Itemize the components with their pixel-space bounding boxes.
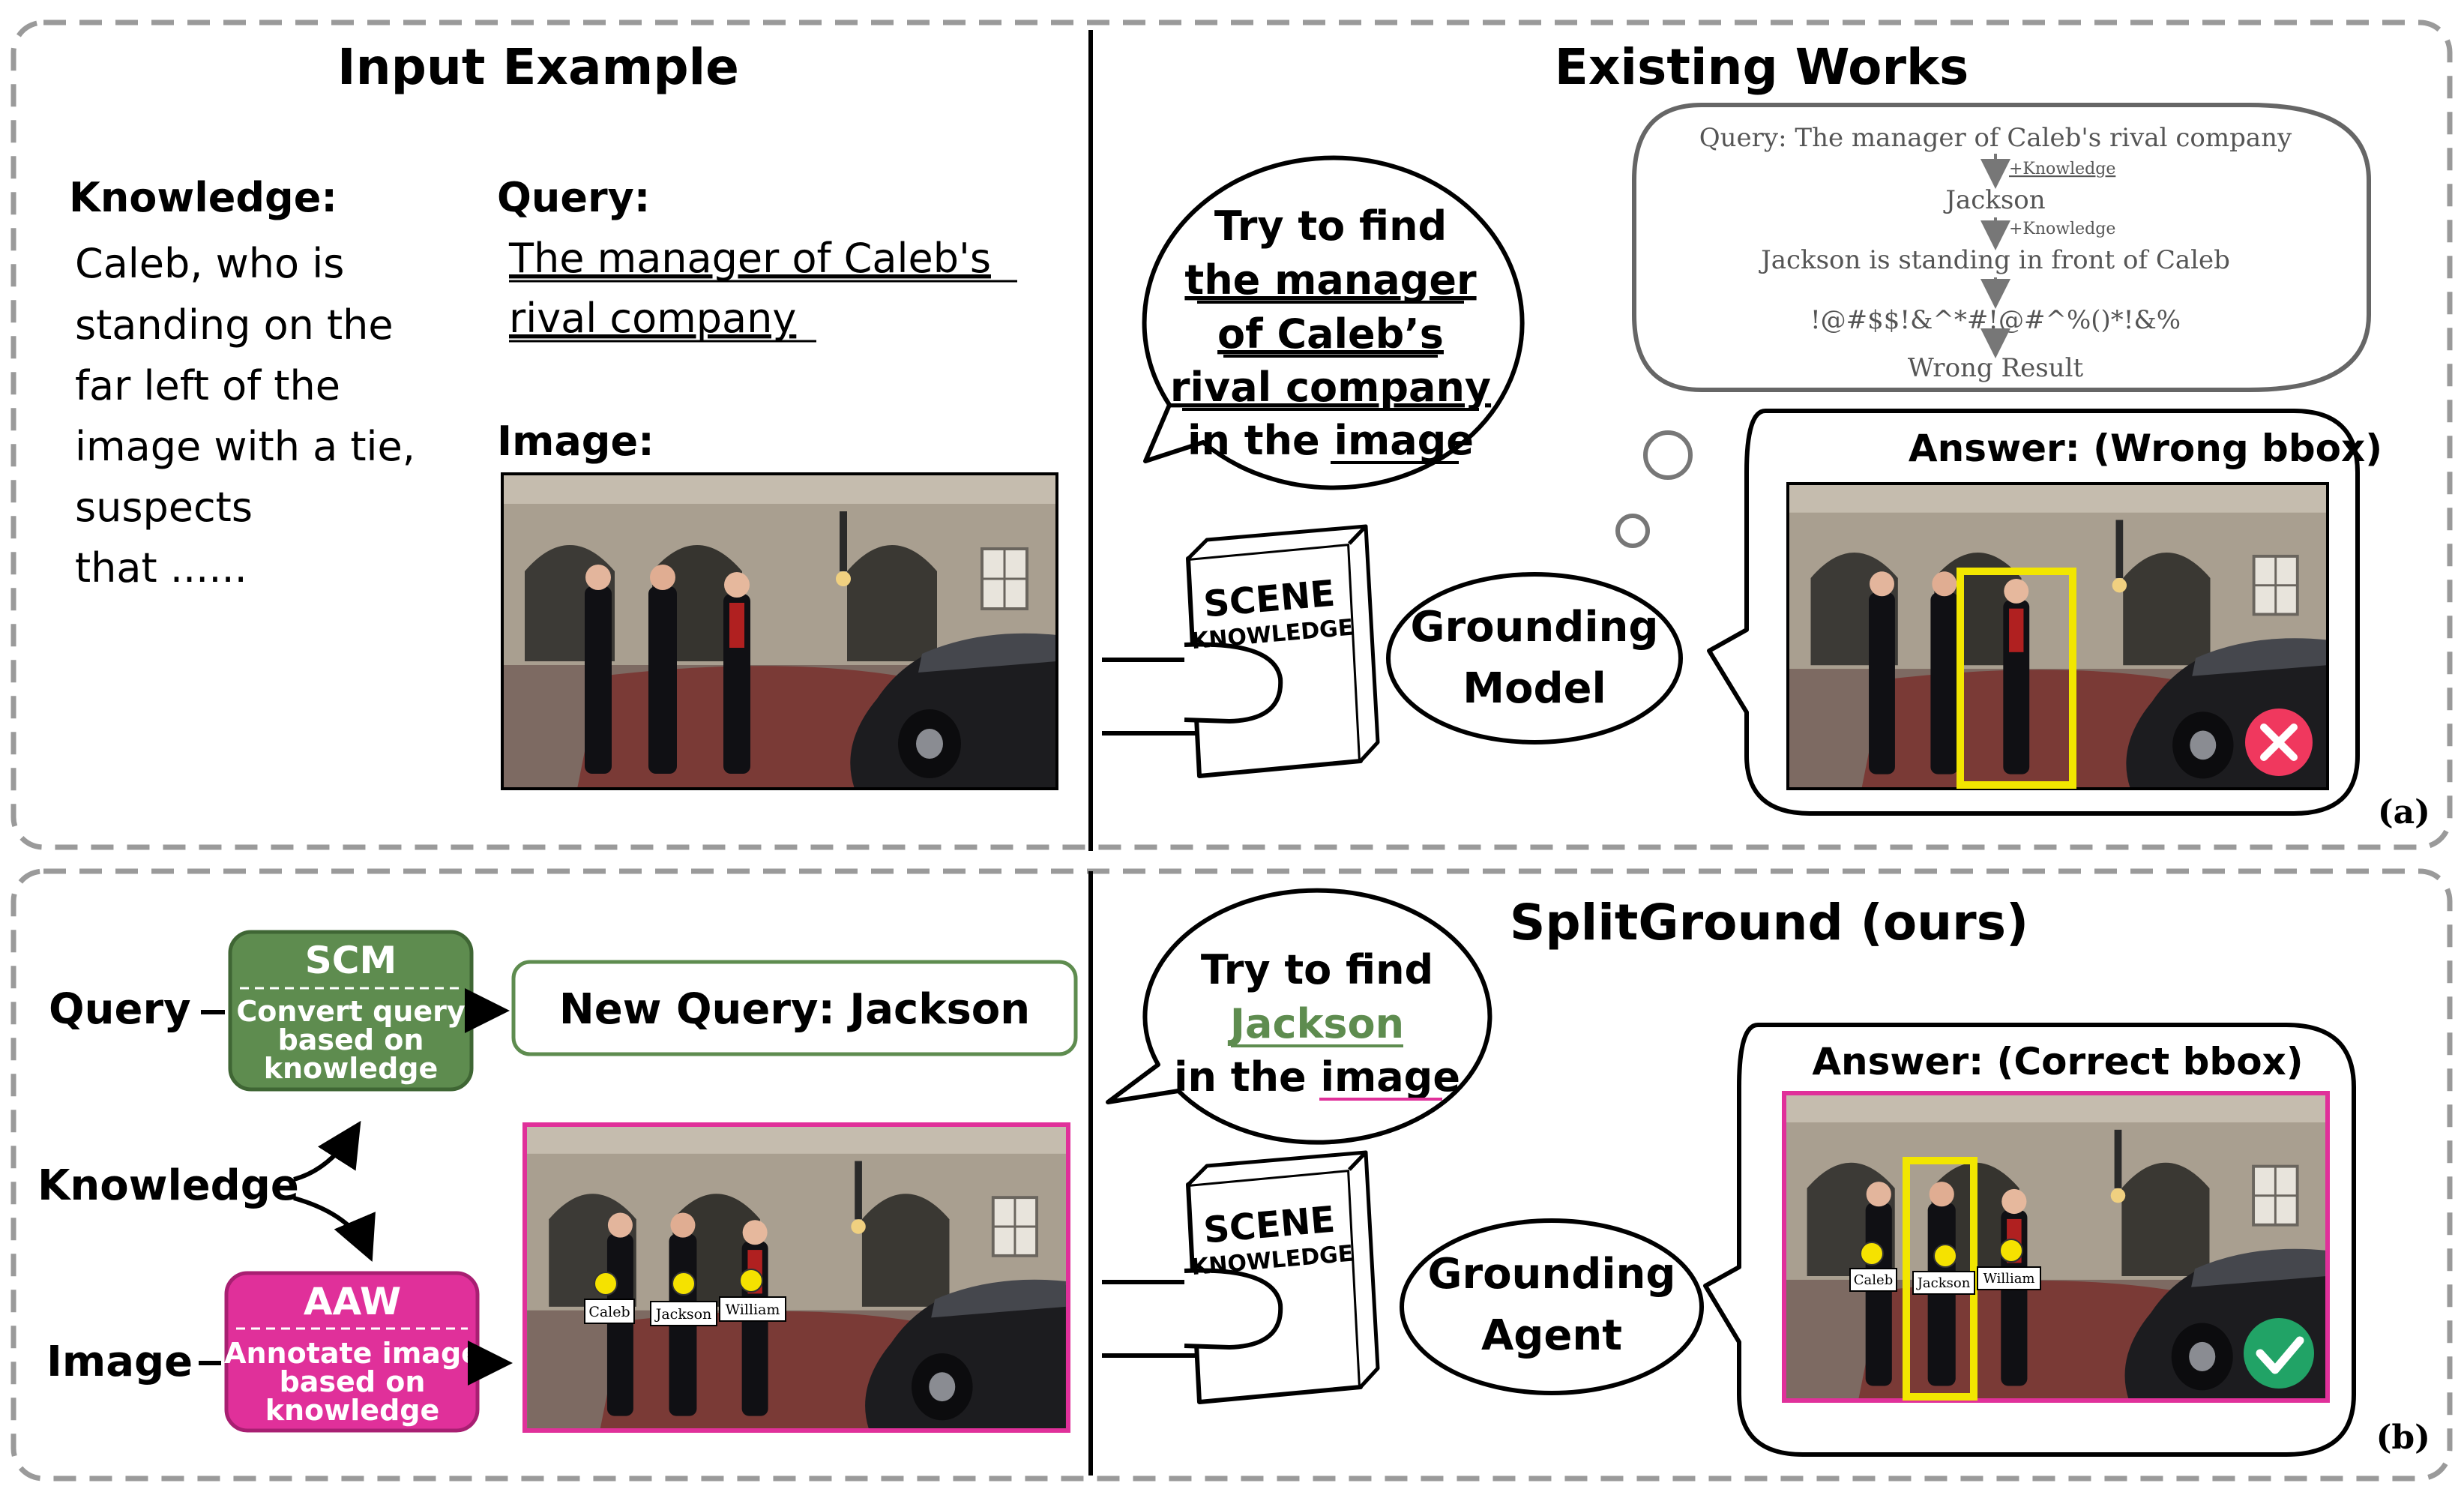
svg-text:Jackson is standing in front o: Jackson is standing in front of Caleb [1759, 245, 2230, 275]
svg-text:Caleb: Caleb [1854, 1272, 1893, 1288]
panel-a-border [10, 19, 2453, 850]
svg-text:The manager of Caleb's: The manager of Caleb's [508, 235, 991, 282]
svg-text:Jackson: Jackson [1916, 1275, 1971, 1291]
svg-text:rival company: rival company [509, 295, 796, 342]
name-tag-william: William [726, 1302, 780, 1318]
panel-b-border [10, 868, 2453, 1482]
answer-title-correct: Answer: (Correct bbox) [1812, 1040, 2303, 1083]
svg-text:standing on the: standing on the [75, 301, 394, 349]
hand-holding-book-top: SCENE KNOWLEDGE [1102, 524, 1380, 778]
svg-text:based on: based on [278, 1023, 424, 1056]
panel-tag-b: (b) [2376, 1419, 2430, 1457]
svg-text:Model: Model [1463, 664, 1606, 713]
thought-dot-small [1615, 514, 1650, 548]
svg-text:Try to find: Try to find [1214, 202, 1447, 250]
svg-text:Wrong Result: Wrong Result [1908, 353, 2084, 383]
answer-bubble-wrong: Answer: (Wrong bbox) [1707, 409, 2382, 816]
svg-text:New Query: Jackson: New Query: Jackson [559, 985, 1030, 1034]
svg-text:SCM: SCM [305, 939, 397, 982]
svg-text:Jackson: Jackson [1227, 1000, 1404, 1047]
hand-holding-book-bottom: SCENE KNOWLEDGE [1102, 1150, 1380, 1404]
aaw-box: AAW Annotate image based on knowledge [224, 1271, 481, 1433]
svg-text:rival company: rival company [1170, 364, 1491, 411]
check-icon [2244, 1318, 2314, 1389]
svg-text:Caleb, who is: Caleb, who is [75, 240, 344, 287]
svg-text:Jackson: Jackson [1943, 185, 2045, 215]
query-text: The manager of Caleb's rival company [508, 235, 991, 342]
svg-text:Annotate image: Annotate image [224, 1337, 481, 1370]
svg-text:of Caleb’s: of Caleb’s [1217, 310, 1444, 358]
query-label: Query: [497, 174, 650, 221]
svg-text:Query: The manager of Caleb's: Query: The manager of Caleb's rival comp… [1699, 123, 2292, 153]
svg-text:image with a tie,: image with a tie, [75, 423, 415, 470]
wrong-bbox [1957, 568, 2076, 789]
svg-text:based on: based on [280, 1365, 426, 1398]
svg-text:the manager: the manager [1184, 256, 1477, 304]
input-image [501, 472, 1058, 790]
svg-text:Grounding: Grounding [1427, 1250, 1675, 1299]
svg-text:knowledge: knowledge [264, 1052, 439, 1085]
panel-tag-a: (a) [2378, 793, 2430, 831]
splitground-title: SplitGround (ours) [1510, 894, 2028, 951]
svg-text:suspects: suspects [75, 484, 253, 531]
svg-text:Grounding: Grounding [1410, 603, 1658, 652]
svg-text:William: William [1983, 1271, 2034, 1287]
answer-bubble-correct: Answer: (Correct bbox) Caleb Jackson Wil… [1703, 1023, 2356, 1457]
svg-text:+Knowledge: +Knowledge [2009, 160, 2115, 178]
image-label: Image: [497, 418, 654, 465]
svg-text:far left of the: far left of the [75, 362, 340, 409]
input-example-title: Input Example [337, 38, 739, 96]
scm-box: SCM Convert query based on knowledge [228, 930, 474, 1092]
knowledge-text: Caleb, who is standing on the far left o… [75, 240, 415, 592]
thought-dot-large [1643, 430, 1693, 480]
svg-text:AAW: AAW [304, 1280, 401, 1323]
speech-bubble-bottom: Try to find Jackson in the image [1106, 888, 1492, 1145]
reasoning-cloud: Query: The manager of Caleb's rival comp… [1632, 103, 2371, 392]
svg-text:knowledge: knowledge [265, 1394, 440, 1427]
svg-text:Try to find: Try to find [1201, 946, 1433, 993]
grounding-agent: Grounding Agent [1400, 1218, 1704, 1395]
name-tag-jackson: Jackson [654, 1306, 712, 1323]
name-tag-caleb: Caleb [588, 1304, 630, 1320]
svg-text:!@#$$!&^*#!@#^%()*!&%: !@#$$!&^*#!@#^%()*!&% [1810, 305, 2181, 335]
new-query-box: New Query: Jackson [511, 960, 1078, 1056]
existing-works-title: Existing Works [1555, 38, 1969, 96]
speech-bubble-top: Try to find the manager of Caleb’s rival… [1142, 155, 1525, 490]
knowledge-input-label: Knowledge [37, 1161, 299, 1210]
svg-text:+Knowledge: +Knowledge [2009, 220, 2115, 238]
image-input-label: Image [46, 1338, 193, 1386]
annotated-image: Caleb Jackson William [522, 1122, 1070, 1433]
svg-text:in the image: in the image [1187, 417, 1474, 464]
svg-text:that ......: that ...... [75, 544, 247, 592]
query-input-label: Query [49, 985, 191, 1034]
answer-title-wrong: Answer: (Wrong bbox) [1909, 427, 2382, 470]
svg-text:Agent: Agent [1481, 1311, 1622, 1360]
grounding-model: Grounding Model [1386, 572, 1683, 745]
knowledge-label: Knowledge: [69, 174, 337, 221]
svg-text:in the image: in the image [1174, 1053, 1460, 1101]
svg-text:Convert query: Convert query [236, 995, 465, 1028]
